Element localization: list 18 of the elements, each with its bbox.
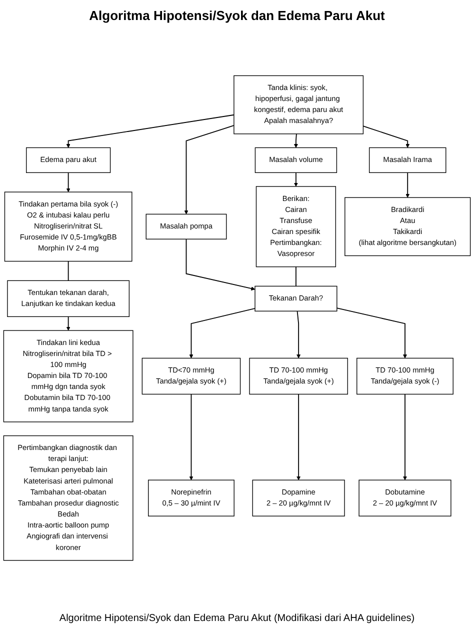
arrow xyxy=(362,126,410,148)
arrow xyxy=(66,172,70,192)
arrow xyxy=(296,394,301,480)
arrow xyxy=(66,316,70,331)
arrow xyxy=(66,114,234,148)
arrow xyxy=(184,124,234,214)
connector xyxy=(68,260,69,282)
arrow xyxy=(186,238,256,290)
caption: Algoritme Hipotensi/Syok dan Edema Paru Akut (Modifikasi dari AHA guidelines) xyxy=(59,613,415,624)
title: Algoritma Hipotensi/Syok dan Edema Paru Akut xyxy=(89,8,385,23)
arrow xyxy=(294,172,298,187)
arrow xyxy=(336,308,408,358)
arrow xyxy=(402,394,408,480)
arrow xyxy=(296,310,301,358)
arrow xyxy=(189,394,194,480)
arrow xyxy=(406,172,410,198)
arrow xyxy=(294,133,298,148)
arrow xyxy=(189,308,256,358)
